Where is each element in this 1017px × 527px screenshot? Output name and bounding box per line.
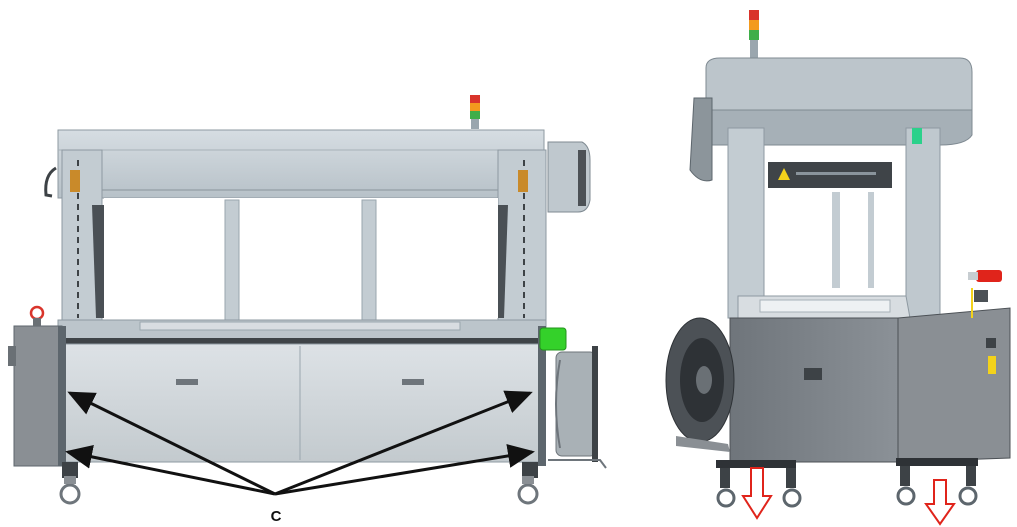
- arrow-down-icon: [741, 467, 773, 520]
- left-column: [727, 127, 765, 319]
- signal-tower-icon: [470, 95, 480, 129]
- emergency-stop-icon: [968, 270, 1002, 282]
- warning-triangle-icon: [778, 168, 790, 180]
- wheel-icon: [716, 488, 736, 508]
- wheel-icon: [896, 486, 916, 506]
- perspective-view-machine: [665, 10, 1011, 526]
- wheel-icon: [59, 476, 81, 505]
- main-cabinet: [59, 343, 545, 463]
- arrow-down-icon: [924, 479, 956, 526]
- callout-label-c: C: [271, 508, 282, 525]
- top-hood: [57, 129, 545, 199]
- strap-coil-icon: [548, 346, 607, 469]
- emergency-stop-icon: [29, 305, 45, 321]
- right-electrical-cabinet: [897, 307, 1011, 463]
- callout-arrows: [65, 390, 535, 496]
- top-hood: [705, 57, 973, 113]
- green-guide: [539, 327, 567, 351]
- wheel-icon: [782, 488, 802, 508]
- signal-tower-icon: [749, 10, 759, 58]
- right-column: [905, 127, 941, 319]
- wheel-icon: [958, 486, 978, 506]
- strap-coil-icon: [665, 317, 735, 452]
- main-cabinet: [729, 317, 899, 463]
- left-electrical-cabinet: [13, 325, 63, 467]
- wheel-icon: [517, 476, 539, 505]
- front-view-machine: C: [8, 95, 607, 525]
